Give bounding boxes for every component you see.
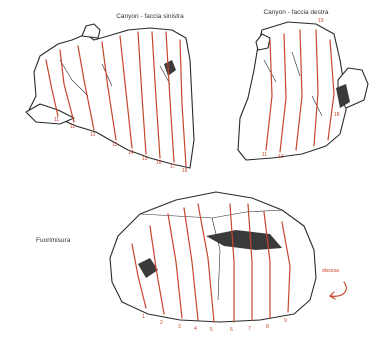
panel-left-caption: Canyon - faccia sinistra xyxy=(116,13,184,20)
route-number: 6 xyxy=(230,327,233,333)
panel-right-caption: Canyon - faccia destra xyxy=(263,9,328,16)
route-number: 12 xyxy=(90,132,96,138)
route-number: 16 xyxy=(156,160,162,166)
route-number: 12 xyxy=(278,154,284,160)
route-number: 14 xyxy=(128,150,134,156)
descent-arrow-head xyxy=(330,292,335,299)
route-number: 11 xyxy=(70,124,75,130)
boulder-right-top-rock xyxy=(256,34,270,50)
route-number: 11 xyxy=(262,152,267,158)
route-number: 9 xyxy=(284,318,287,324)
route-number: 8 xyxy=(266,324,269,330)
route-number: 4 xyxy=(194,326,197,332)
boulder-left-outline xyxy=(28,28,194,168)
panel-fuorimisura: Fuorimisura 1 2 3 4 5 6 7 8 9 discesa xyxy=(36,192,346,333)
route-number: 3 xyxy=(178,324,181,330)
route-number: 5 xyxy=(210,327,213,333)
route-number: 11 xyxy=(54,117,59,123)
route-number: 18 xyxy=(182,168,188,174)
panel-right-face: Canyon - faccia destra 19 18 11 12 xyxy=(238,9,368,160)
panel-fuorimisura-caption: Fuorimisura xyxy=(36,237,71,244)
boulder-fuorimisura-outline xyxy=(110,192,316,322)
route-number: 1 xyxy=(142,314,145,320)
route-number: 7 xyxy=(248,326,251,332)
route-number: 13 xyxy=(112,142,118,148)
route-number: 19 xyxy=(318,18,324,24)
route-number: 17 xyxy=(170,164,176,170)
route-number: 18 xyxy=(334,112,340,118)
route-number: 15 xyxy=(142,156,148,162)
boulder-left-top-rock xyxy=(82,24,100,38)
panel-left-face: Canyon - faccia sinistra 11 11 12 13 14 … xyxy=(26,13,194,174)
route-number: 2 xyxy=(160,320,163,326)
descent-label: discesa xyxy=(322,268,339,274)
